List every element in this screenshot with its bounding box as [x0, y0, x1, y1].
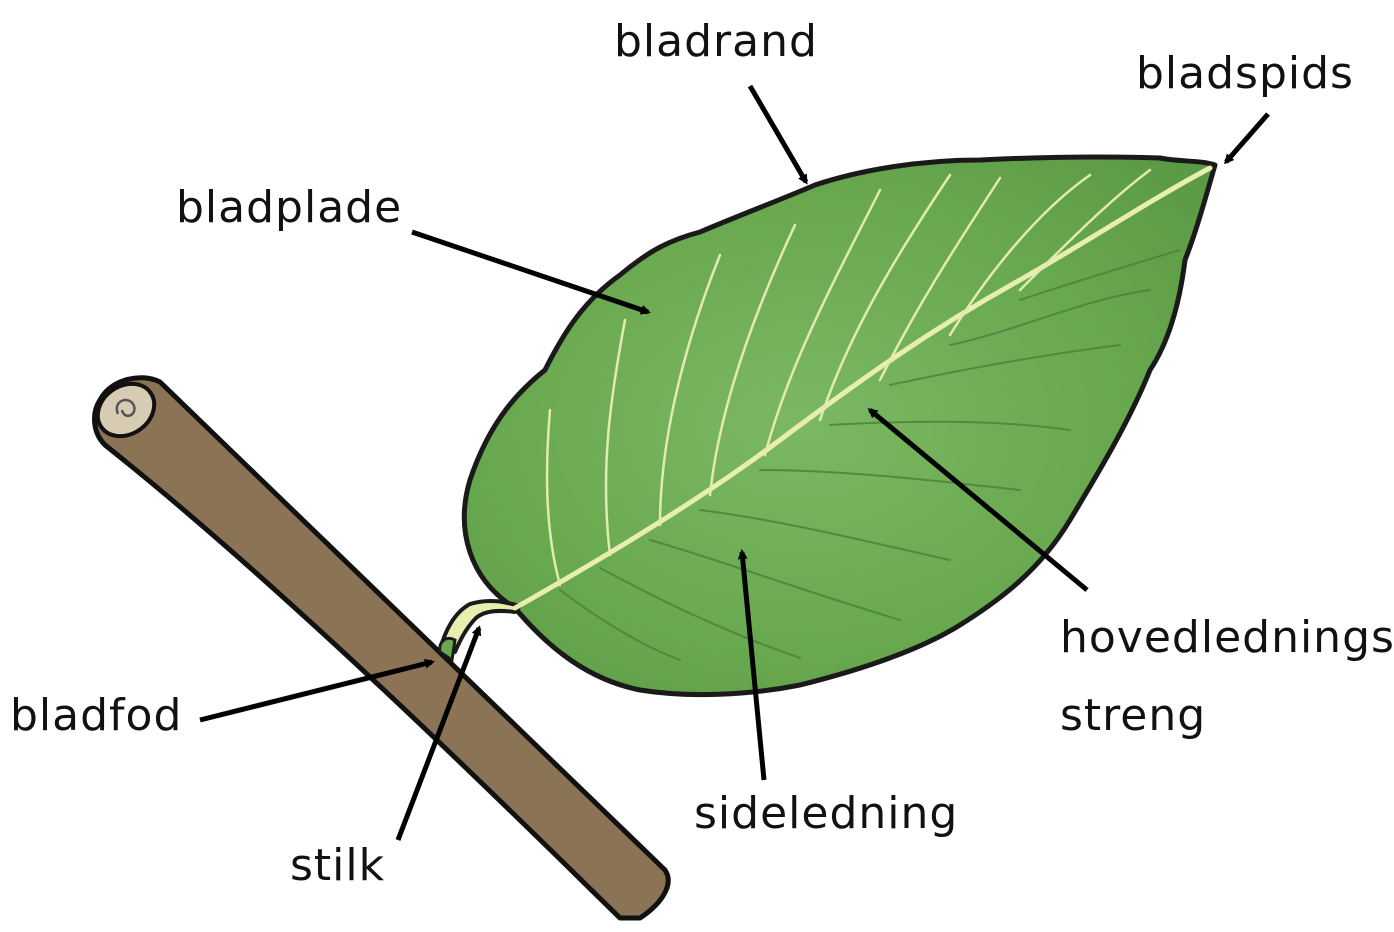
- arrow-bladrand: [750, 86, 806, 182]
- label-bladspids: bladspids: [1136, 48, 1354, 100]
- arrow-bladplade: [412, 232, 648, 312]
- arrow-bladspids: [1226, 114, 1268, 162]
- label-bladrand: bladrand: [614, 16, 818, 68]
- label-hovedledningsstreng-line1: hovedlednings-: [1060, 612, 1394, 664]
- label-sideledning: sideledning: [694, 788, 958, 840]
- label-bladplade: bladplade: [176, 182, 402, 234]
- label-stilk: stilk: [290, 840, 385, 892]
- label-hovedledningsstreng-line2: streng: [1060, 690, 1206, 742]
- label-bladfod: bladfod: [10, 690, 182, 742]
